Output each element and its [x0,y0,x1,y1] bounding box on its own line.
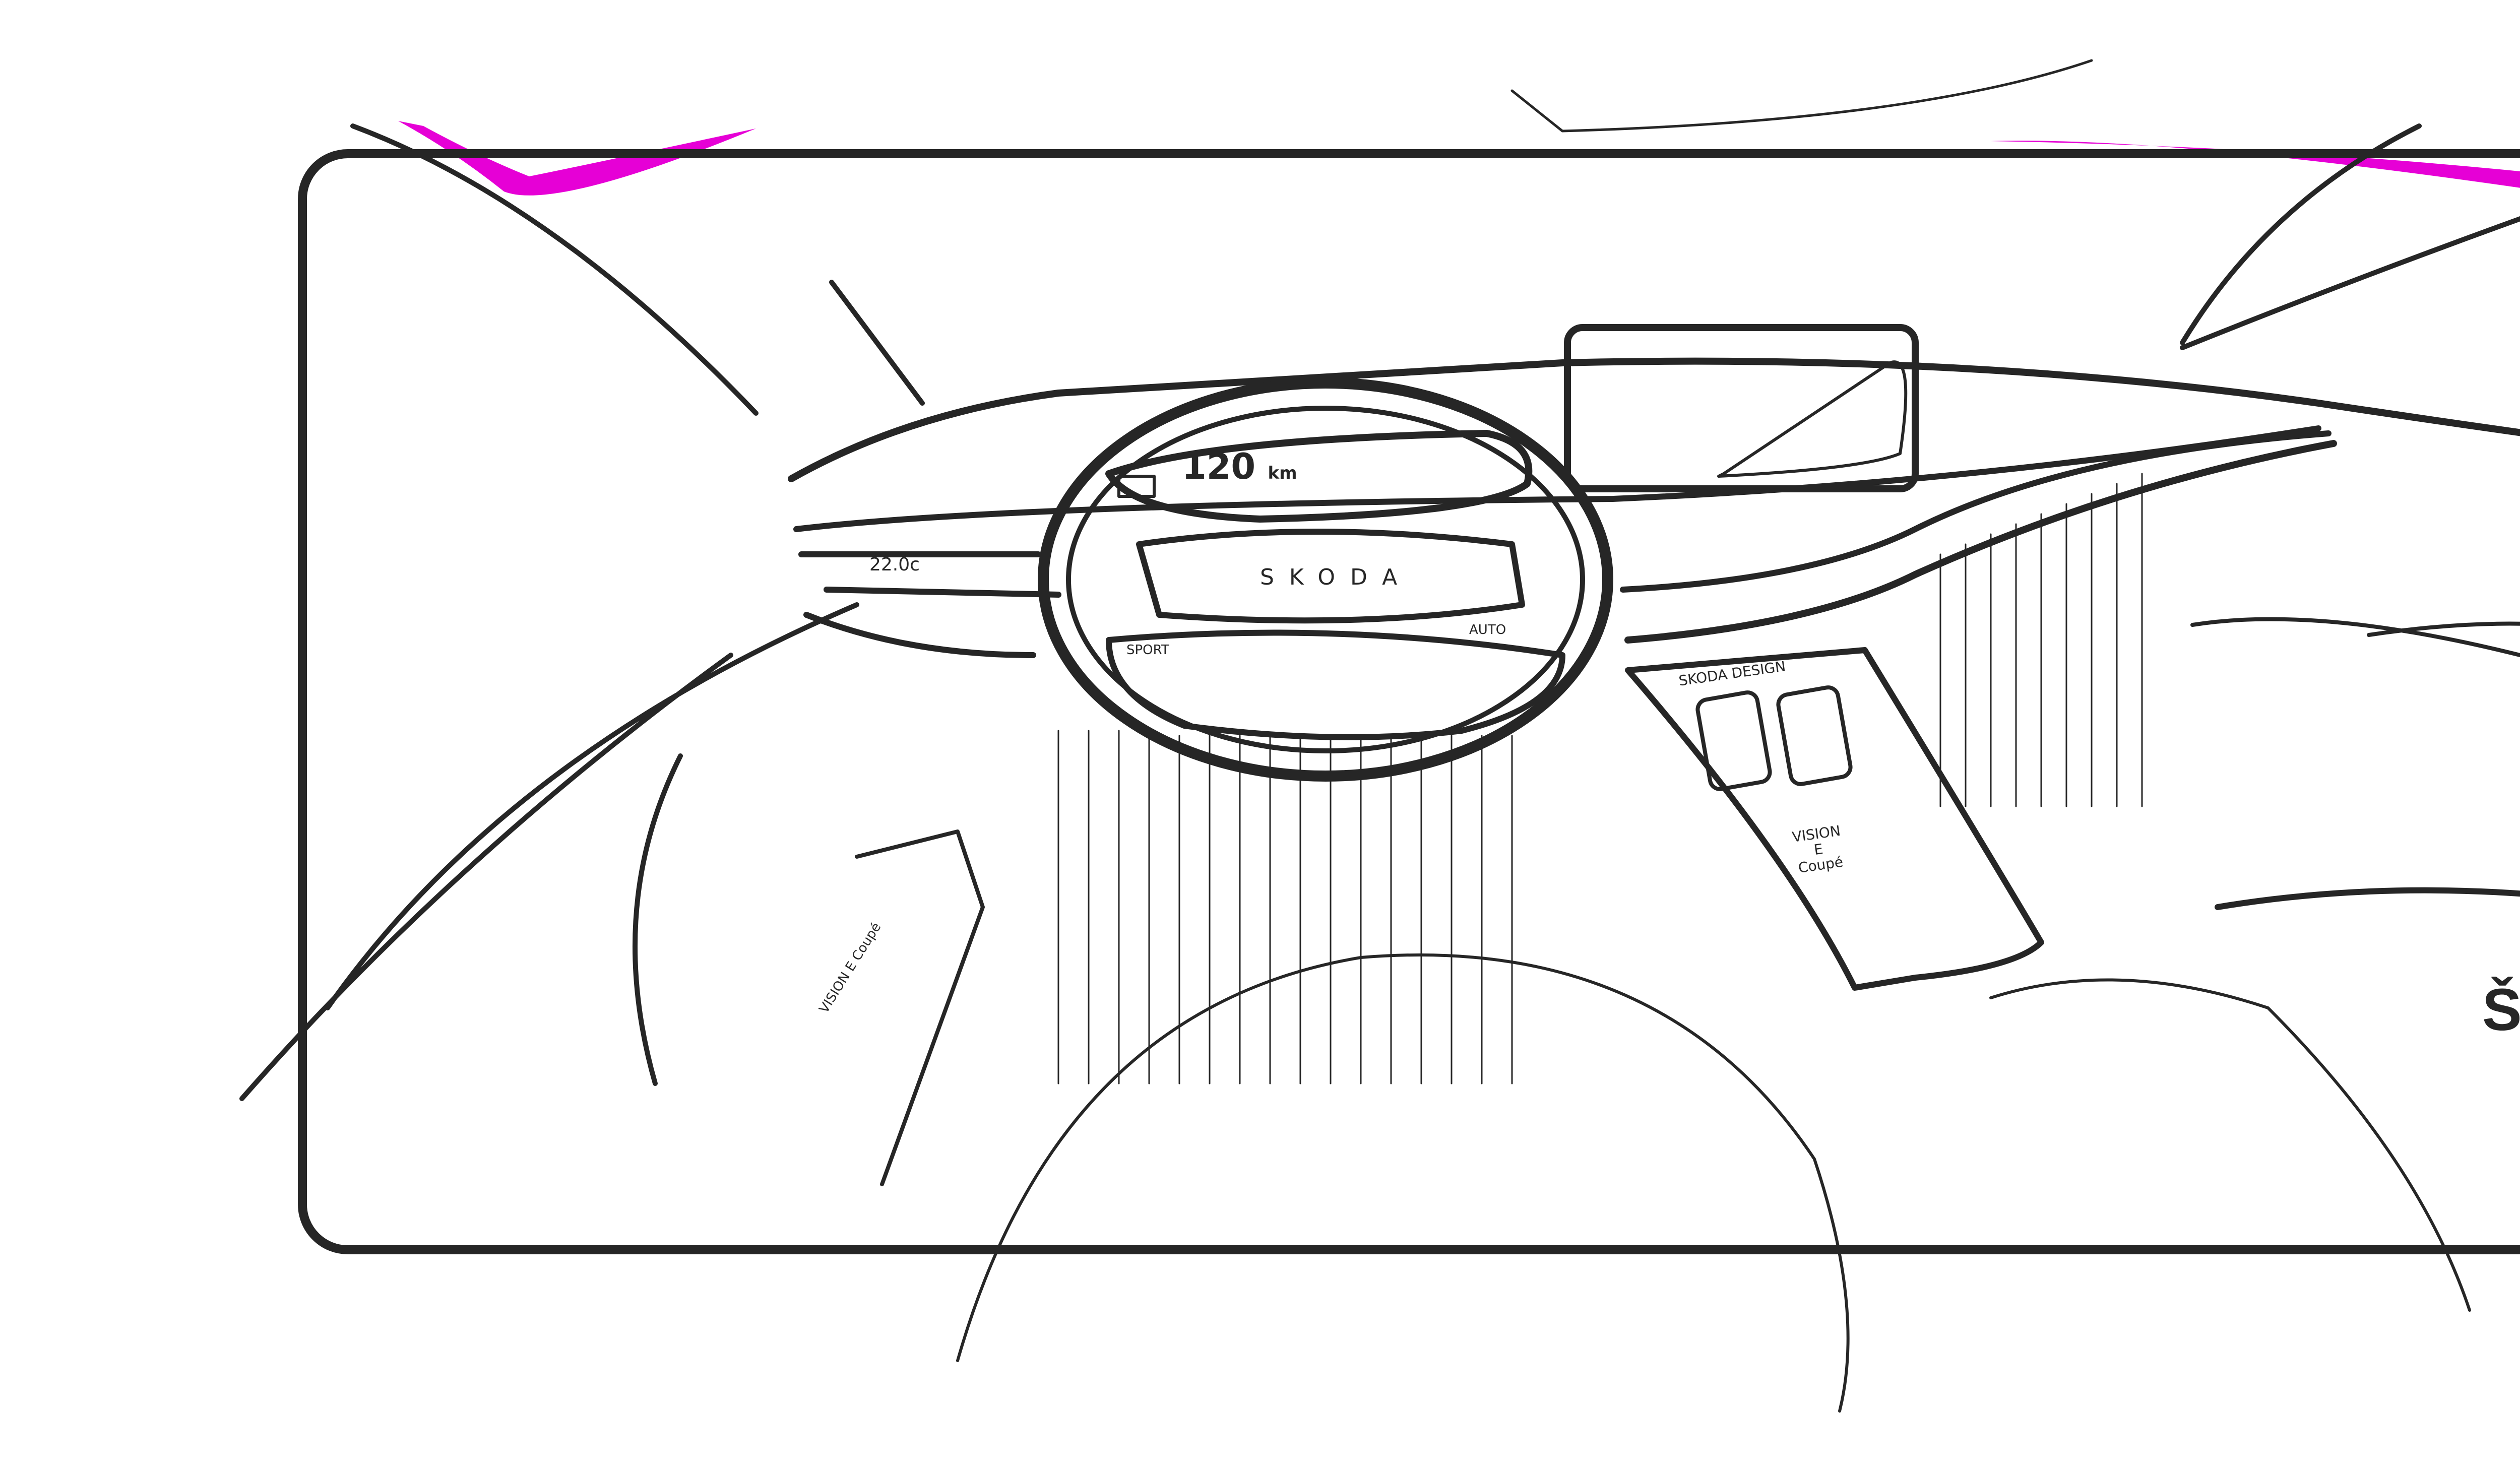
sport-button-label: SPORT [1126,643,1169,658]
cluster-display [1105,430,1533,523]
speed-value: 120 [1182,446,1256,487]
climate-temperature: 22.0c [869,554,920,575]
brand-bold: ŠKODA [2482,977,2520,1043]
steering-wheel-logo: SKODA [1260,564,1413,590]
steering-wheel-rim [1038,377,1613,782]
console-model-label: VISION E Coupé [1791,822,1846,876]
brand-logo: ŠKODADESIGN [2482,980,2520,1040]
accent-stroke-left [398,121,756,196]
frame [298,149,2520,1254]
speed-unit: km [1268,463,1297,483]
auto-button-label: AUTO [1469,622,1506,637]
accent-stroke-right [1991,141,2520,188]
infotainment-screen [1564,324,1919,492]
center-console [1625,647,2044,991]
battery-icon [1117,475,1156,498]
cluster-speed: 120 km [1182,446,1297,487]
